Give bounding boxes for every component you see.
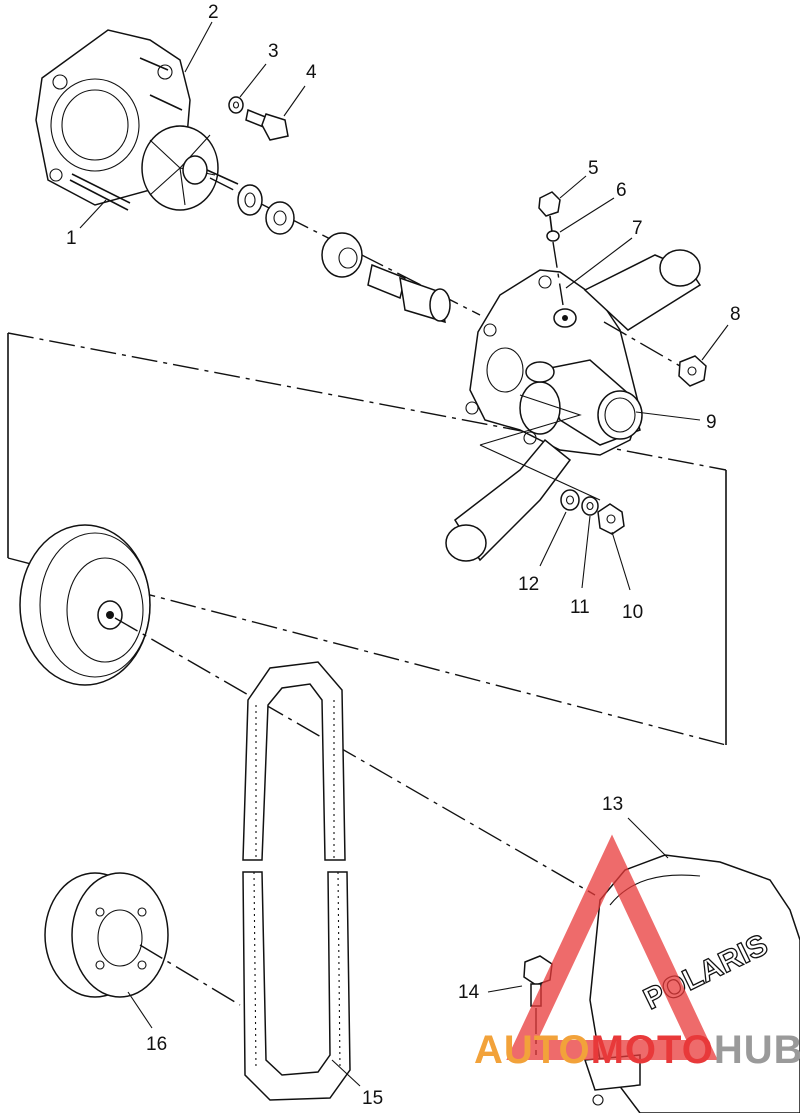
pulley-axis bbox=[114, 617, 596, 896]
callout-7: 7 bbox=[632, 218, 643, 239]
callout-2: 2 bbox=[208, 2, 219, 23]
callout-6: 6 bbox=[616, 180, 627, 201]
watermark-text: AUTOMOTOHUB bbox=[474, 1028, 800, 1072]
stud bbox=[69, 57, 183, 211]
drive-pulley bbox=[19, 524, 151, 686]
watermark-logo: AUTOMOTOHUB bbox=[474, 834, 800, 1072]
driven-axis bbox=[139, 944, 241, 1006]
callout-14: 14 bbox=[458, 982, 480, 1003]
nut-8 bbox=[678, 355, 707, 387]
watermark-hub: HUB bbox=[714, 1028, 800, 1072]
callout-12: 12 bbox=[518, 574, 539, 595]
seal bbox=[237, 184, 263, 216]
washer-3 bbox=[228, 96, 244, 114]
bearing bbox=[265, 201, 295, 235]
callout-5: 5 bbox=[588, 158, 599, 179]
callout-3: 3 bbox=[268, 41, 279, 62]
nut-10 bbox=[597, 503, 625, 535]
driven-pulley bbox=[44, 872, 169, 998]
screw-axis bbox=[552, 241, 564, 306]
impeller bbox=[141, 125, 239, 211]
leader-lines bbox=[79, 21, 729, 1087]
nut-axis bbox=[603, 321, 681, 367]
callout-8: 8 bbox=[730, 304, 741, 325]
washer-12 bbox=[560, 489, 580, 511]
callout-11: 11 bbox=[570, 597, 590, 618]
callout-16: 16 bbox=[146, 1034, 167, 1055]
watermark-auto: AUTO bbox=[474, 1028, 591, 1072]
callout-13: 13 bbox=[602, 794, 623, 815]
drive-belt bbox=[242, 661, 351, 1101]
bolt-4 bbox=[245, 108, 289, 141]
inlet-pipe bbox=[445, 438, 572, 562]
callout-15: 15 bbox=[362, 1088, 383, 1109]
housing-leader bbox=[479, 394, 582, 446]
callout-9: 9 bbox=[706, 412, 717, 433]
bearing-large bbox=[321, 232, 363, 278]
watermark-triangle bbox=[506, 834, 718, 1060]
watermark-moto: MOTO bbox=[591, 1028, 714, 1072]
washer-11 bbox=[581, 496, 599, 516]
screw-5 bbox=[538, 191, 561, 233]
outlet-spigot bbox=[583, 249, 702, 331]
front-outlet bbox=[538, 359, 643, 446]
callout-10: 10 bbox=[622, 602, 643, 623]
callout-4: 4 bbox=[306, 62, 317, 83]
washer-6 bbox=[546, 230, 560, 242]
callout-1: 1 bbox=[66, 228, 77, 249]
housing-leader-2 bbox=[479, 444, 601, 501]
shaft bbox=[367, 263, 451, 324]
callout-labels: 1 2 3 4 5 6 7 8 9 10 11 12 13 14 15 16 bbox=[66, 2, 741, 1109]
